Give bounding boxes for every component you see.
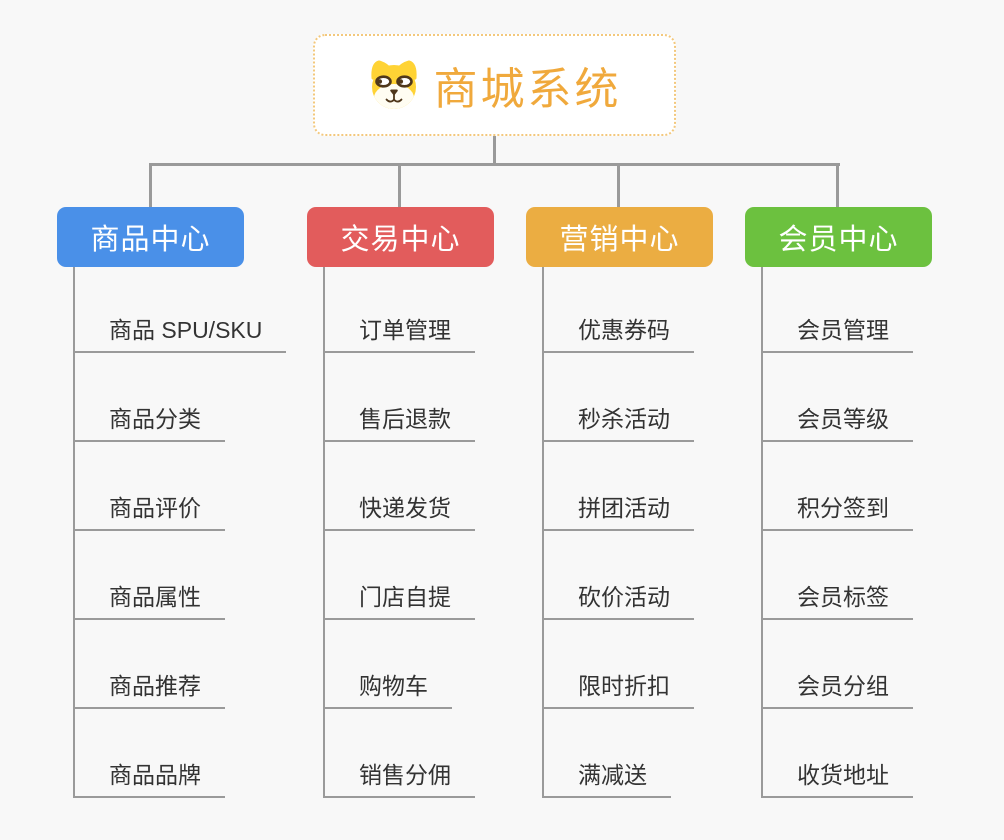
branch-column-marketing: 营销中心 优惠券码 秒杀活动 拼团活动 砍价活动 限时折扣 满减送 (526, 207, 766, 798)
branch-node-product[interactable]: 商品中心 (57, 207, 244, 267)
leaf-label: 会员分组 (763, 673, 913, 709)
branch-node-marketing[interactable]: 营销中心 (526, 207, 713, 267)
branch-node-member[interactable]: 会员中心 (745, 207, 932, 267)
leaf-label: 购物车 (325, 673, 452, 709)
leaf-label: 积分签到 (763, 495, 913, 531)
branch-column-product: 商品中心 商品 SPU/SKU 商品分类 商品评价 商品属性 商品推荐 商品品牌 (57, 207, 297, 798)
leaf-label: 销售分佣 (325, 762, 475, 798)
leaf-label: 商品分类 (75, 406, 225, 442)
leaf-list: 订单管理 售后退款 快递发货 门店自提 购物车 销售分佣 (323, 267, 475, 798)
leaf-label: 会员标签 (763, 584, 913, 620)
branch-label: 营销中心 (559, 224, 680, 256)
branch-label: 商品中心 (90, 224, 211, 256)
leaf-label: 收货地址 (763, 762, 913, 798)
branch-node-trade[interactable]: 交易中心 (307, 207, 494, 267)
connector-branch-stub (149, 163, 152, 207)
leaf-label: 秒杀活动 (544, 406, 694, 442)
leaf-list: 会员管理 会员等级 积分签到 会员标签 会员分组 收货地址 (761, 267, 913, 798)
leaf-label: 限时折扣 (544, 673, 694, 709)
root-title: 商城系统 (433, 65, 622, 114)
leaf-list: 商品 SPU/SKU 商品分类 商品评价 商品属性 商品推荐 商品品牌 (73, 267, 287, 798)
leaf-label: 商品推荐 (75, 673, 225, 709)
branch-column-trade: 交易中心 订单管理 售后退款 快递发货 门店自提 购物车 销售分佣 (307, 207, 547, 798)
leaf-label: 满减送 (544, 762, 671, 798)
connector-branch-stub (617, 163, 620, 207)
leaf-label: 拼团活动 (544, 495, 694, 531)
branch-label: 交易中心 (340, 224, 461, 256)
connector-root-stub (493, 136, 496, 164)
connector-branch-stub (398, 163, 401, 207)
leaf-label: 订单管理 (325, 317, 475, 353)
branch-label: 会员中心 (778, 224, 899, 256)
leaf-label: 售后退款 (325, 406, 475, 442)
leaf-label: 会员管理 (763, 317, 913, 353)
leaf-label: 门店自提 (325, 584, 475, 620)
leaf-label: 商品评价 (75, 495, 225, 531)
branch-column-member: 会员中心 会员管理 会员等级 积分签到 会员标签 会员分组 收货地址 (745, 207, 985, 798)
leaf-label: 商品 SPU/SKU (75, 317, 287, 353)
leaf-label: 砍价活动 (544, 584, 694, 620)
root-node[interactable]: 商城系统 (313, 34, 676, 136)
dog-face-icon (370, 60, 417, 109)
leaf-label: 商品品牌 (75, 762, 225, 798)
leaf-label: 会员等级 (763, 406, 913, 442)
connector-horizontal (149, 163, 840, 166)
connector-branch-stub (836, 163, 839, 207)
leaf-label: 优惠券码 (544, 317, 694, 353)
leaf-label: 快递发货 (325, 495, 475, 531)
leaf-list: 优惠券码 秒杀活动 拼团活动 砍价活动 限时折扣 满减送 (542, 267, 694, 798)
leaf-label: 商品属性 (75, 584, 225, 620)
